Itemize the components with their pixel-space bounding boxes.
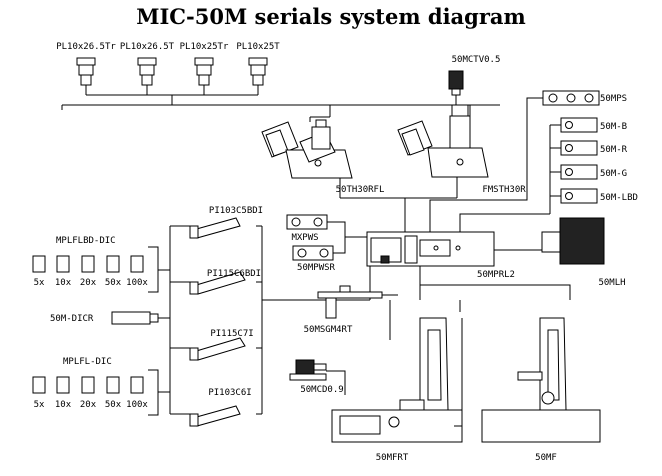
filter-block-label: 50M-R xyxy=(600,145,628,155)
illuminator-label: 50MPRL2 xyxy=(477,270,515,280)
eyepiece-pl10x26-5t: PL10x26.5T xyxy=(120,42,175,86)
stage-50msgm4rt: 50MSGM4RT xyxy=(304,285,383,335)
stage-connector xyxy=(382,294,398,340)
nosepiece-pi103c5bdi: PI103C5BDI xyxy=(189,206,263,239)
dic-lens-group-label: MPLFLBD-DIC xyxy=(56,236,116,246)
nosepiece-pi103c6i: PI103C6I xyxy=(189,388,252,427)
eyepiece-pl10x25tr: PL10x25Tr xyxy=(180,42,229,86)
filter-block-label: 50M-B xyxy=(600,122,627,132)
camera-connector xyxy=(455,95,500,106)
lens-group-1-bracket xyxy=(148,246,159,293)
condenser-connector xyxy=(326,370,346,395)
dic-lens-group-label: MPLFL-DIC xyxy=(63,357,112,367)
eyepiece-connector xyxy=(61,85,500,110)
nosepiece-label: PI103C5BDI xyxy=(209,206,263,216)
diagram-title: MIC-50M serials system diagram xyxy=(136,4,526,29)
frame-50mfrt: 50MFRT xyxy=(331,317,463,463)
magnification-label: 20x xyxy=(80,400,97,410)
head-label: 50TH30RFL xyxy=(336,185,385,195)
magnification-label: 100x xyxy=(126,400,148,410)
nosepiece-pi115c7i: PI115C7I xyxy=(189,329,254,361)
filter-block-connector xyxy=(459,124,561,232)
magnification-label: 100x xyxy=(126,278,148,288)
lens-group-2-bracket xyxy=(148,369,159,416)
magnification-label: 5x xyxy=(34,278,45,288)
objective-row-standard: 5x 10x 20x 50x 100x xyxy=(32,376,148,410)
nosepiece-left-bracket xyxy=(158,225,190,415)
dic-prism-label: 50M-DICR xyxy=(50,314,94,324)
condenser-label: 50MCD0.9 xyxy=(300,385,343,395)
condenser-50mcd0-9: 50MCD0.9 xyxy=(289,359,344,395)
magnification-label: 20x xyxy=(80,278,97,288)
filter-block-50m-g: 50M-G xyxy=(560,164,627,180)
analyzer-slider-50mpwsr: 50MPWSR xyxy=(292,245,336,273)
filter-block-50m-lbd: 50M-LBD xyxy=(560,188,638,204)
frame-50mf: 50MF xyxy=(481,317,601,463)
filter-block-label: 50M-G xyxy=(600,169,627,179)
analyzer-label: 50MPWSR xyxy=(297,263,336,273)
objective-row-bd: 5x 10x 20x 50x 100x xyxy=(32,255,148,288)
camera-adapter-50mctv0-5: 50MCTV0.5 xyxy=(448,55,501,96)
magnification-label: 10x xyxy=(55,400,72,410)
filter-slider-connector xyxy=(429,97,543,232)
eyepiece-pl10x25t: PL10x25T xyxy=(236,42,280,86)
polarizer-label: MXPWS xyxy=(291,233,318,243)
filter-block-50m-b: 50M-B xyxy=(560,117,627,133)
lamp-house-label: 50MLH xyxy=(598,278,625,288)
eyepiece-label: PL10x26.5T xyxy=(120,42,175,52)
polarizer-slider-mxpws: MXPWS xyxy=(286,214,328,243)
filter-block-50m-r: 50M-R xyxy=(560,140,628,156)
eyepiece-label: PL10x25T xyxy=(236,42,280,52)
head-to-illuminator-connector xyxy=(339,177,458,232)
camera-adapter-label: 50MCTV0.5 xyxy=(452,55,501,65)
stage-label: 50MSGM4RT xyxy=(304,325,353,335)
nosepiece-right-connector xyxy=(256,225,371,415)
nosepiece-label: PI103C6I xyxy=(208,388,251,398)
frame-connector xyxy=(419,266,571,312)
head-fmsth30r: FMSTH30R xyxy=(397,104,526,195)
frame-link xyxy=(454,318,463,427)
frame-label: 50MFRT xyxy=(376,453,409,463)
illuminator-50mprl2: 50MPRL2 xyxy=(366,231,515,280)
slider-connector xyxy=(327,221,367,254)
eyepiece-pl10x26-5tr: PL10x26.5Tr xyxy=(56,42,116,86)
magnification-label: 10x xyxy=(55,278,72,288)
nosepiece-label: PI115C6BDI xyxy=(207,269,261,279)
head-label: FMSTH30R xyxy=(482,185,526,195)
eyepiece-label: PL10x25Tr xyxy=(180,42,229,52)
nosepiece-pi115c6bdi: PI115C6BDI xyxy=(189,269,261,295)
dic-prism-50m-dicr: 50M-DICR xyxy=(50,311,159,325)
lamp-house-50mlh: 50MLH xyxy=(541,217,626,288)
nosepiece-label: PI115C7I xyxy=(210,329,253,339)
filter-slider-50mps: 50MPS xyxy=(542,90,627,106)
magnification-label: 50x xyxy=(105,400,122,410)
magnification-label: 5x xyxy=(34,400,45,410)
head-connector xyxy=(309,105,471,122)
head-50th30rfl: 50TH30RFL xyxy=(261,119,385,195)
filter-block-label: 50M-LBD xyxy=(600,193,638,203)
frame-label: 50MF xyxy=(535,453,557,463)
magnification-label: 50x xyxy=(105,278,122,288)
eyepiece-label: PL10x26.5Tr xyxy=(56,42,116,52)
filter-slider-label: 50MPS xyxy=(600,94,627,104)
